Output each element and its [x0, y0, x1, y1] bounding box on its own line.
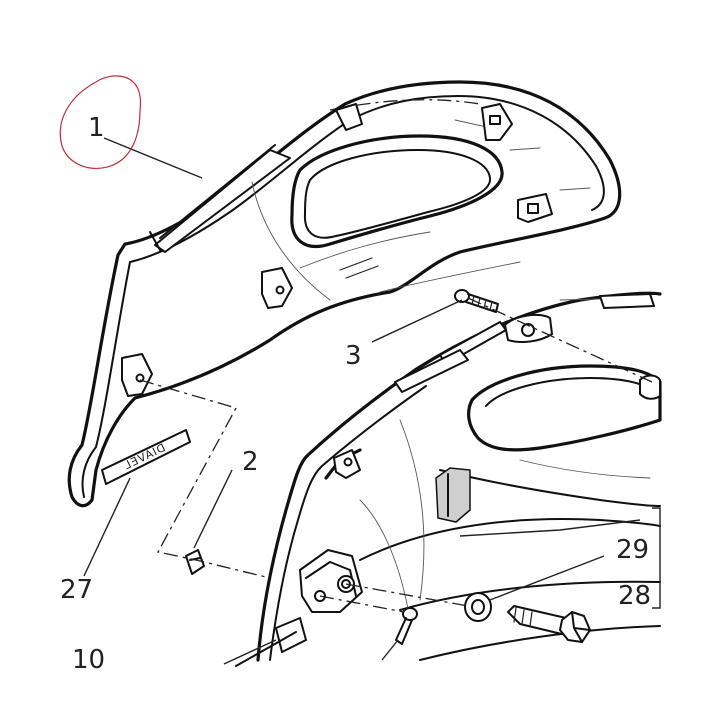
- callout-27: 27: [60, 575, 93, 605]
- mounting-tab-top: [335, 103, 363, 131]
- callout-10: 10: [72, 645, 105, 675]
- callout-3: 3: [345, 341, 362, 371]
- part-29-washer[interactable]: [464, 592, 492, 622]
- clip-receiver: [333, 449, 361, 479]
- mounting-tab-right-upper: [481, 103, 513, 141]
- assembly-axis-lines: [139, 297, 653, 613]
- leader-lines: [83, 137, 661, 665]
- mounting-tab-right-lower: [517, 193, 553, 223]
- part-28-bolt[interactable]: [507, 605, 591, 643]
- callout-1: 1: [88, 113, 105, 143]
- part-2-clip[interactable]: [185, 549, 205, 575]
- lower-screw[interactable]: [395, 607, 418, 645]
- callout-29: 29: [616, 535, 649, 565]
- part-27-emblem[interactable]: DIAVEL: [101, 429, 191, 485]
- callout-1-highlight-circle: [59, 75, 141, 170]
- mounting-tab-left-upper: [261, 267, 293, 309]
- mounting-tab-left-lower: [121, 353, 153, 397]
- callout-28: 28: [618, 581, 651, 611]
- mount-block: [299, 549, 363, 613]
- callout-2: 2: [242, 447, 259, 477]
- part-1-tail-cover[interactable]: [67, 80, 622, 508]
- lower-tail-body[interactable]: [235, 291, 662, 667]
